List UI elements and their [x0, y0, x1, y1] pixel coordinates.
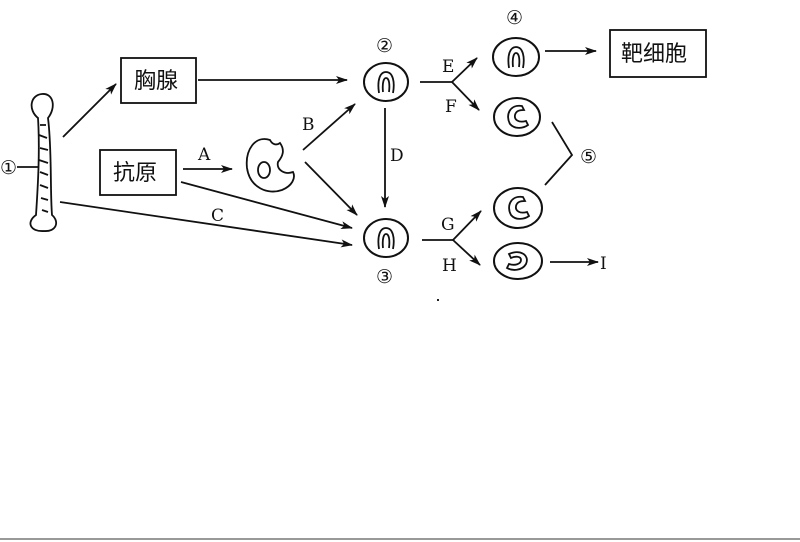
- label-G: G: [441, 215, 455, 235]
- antigen-box: [99, 149, 177, 196]
- label-A: A: [197, 145, 211, 165]
- arrow-F: [451, 81, 480, 111]
- arrow-E: [451, 57, 478, 83]
- macrophage-icon: [245, 138, 295, 193]
- plasma-cell-icon: [493, 242, 543, 280]
- label-5: ⑤: [580, 146, 597, 168]
- arrow-B: [302, 103, 356, 151]
- thymus-label: 胸腺: [134, 69, 178, 94]
- arrow-C: [59, 201, 353, 248]
- label-1: ①: [0, 157, 17, 179]
- label-H: H: [442, 256, 457, 276]
- b-cell-icon: [363, 218, 409, 258]
- label-2: ②: [376, 35, 393, 57]
- arrow-antigen-cell3: [180, 181, 353, 230]
- label-F: F: [445, 97, 457, 117]
- label-3: ③: [376, 266, 393, 288]
- label-D: D: [390, 146, 404, 166]
- t-cell-icon: [363, 62, 409, 102]
- label-B: B: [302, 115, 315, 135]
- effector-t-cell-icon: [492, 37, 540, 77]
- thymus-box: [120, 57, 197, 104]
- bone-marrow-icon: [29, 93, 58, 232]
- target-cell-box: [609, 29, 707, 78]
- arrow-bone-thymus: [62, 83, 117, 138]
- arrow-G: [452, 210, 482, 241]
- speck: [437, 299, 439, 301]
- label-E: E: [442, 57, 454, 77]
- label-4: ④: [506, 7, 523, 29]
- target-cell-label: 靶细胞: [621, 42, 687, 67]
- arrow-H: [452, 239, 481, 266]
- antigen-label: 抗原: [113, 161, 157, 186]
- bracket: [544, 121, 574, 186]
- memory-t-cell-icon: [493, 97, 541, 137]
- memory-b-cell-icon: [493, 187, 543, 229]
- label-C: C: [211, 206, 224, 226]
- label-I: I: [600, 254, 607, 274]
- arrow-macrophage-cell3: [304, 161, 358, 216]
